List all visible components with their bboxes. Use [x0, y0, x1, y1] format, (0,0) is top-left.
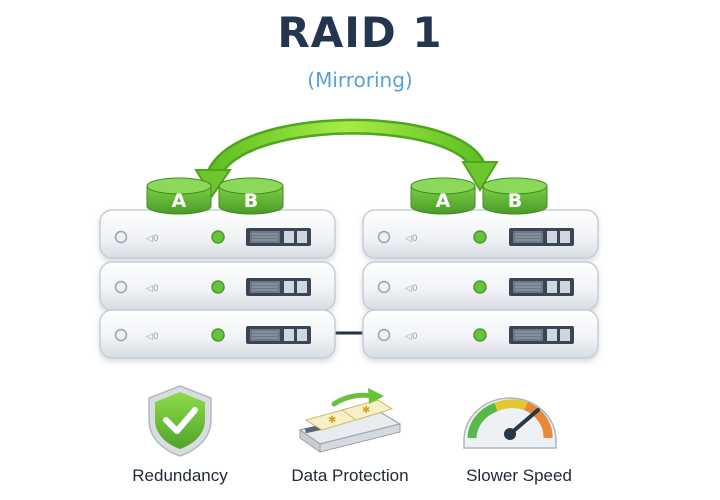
drive-protection-icon: ✱ ✱	[298, 388, 402, 453]
server-unit: ◁0	[362, 261, 599, 311]
disk-label: B	[508, 190, 522, 212]
disk-right-a: A	[410, 177, 476, 215]
server-unit: ◁0	[99, 209, 336, 259]
left-server-stack: ◁0 ◁0	[99, 209, 336, 359]
power-button-icon	[114, 280, 128, 294]
page-subtitle: (Mirroring)	[307, 68, 413, 92]
status-led-icon	[473, 328, 487, 342]
disk-right-b: B	[482, 177, 548, 215]
speed-gauge-icon	[463, 397, 557, 449]
power-button-icon	[114, 328, 128, 342]
svg-text:◁0: ◁0	[146, 284, 159, 294]
status-led-icon	[211, 230, 225, 244]
page-title: RAID 1	[277, 8, 443, 57]
status-led-icon	[473, 280, 487, 294]
power-button-icon	[377, 328, 391, 342]
disk-label: A	[436, 190, 451, 212]
svg-text:◁0: ◁0	[146, 234, 159, 244]
disk-label: A	[172, 190, 187, 212]
svg-text:◁0: ◁0	[405, 284, 418, 294]
feature-label-data-protection: Data Protection	[291, 466, 409, 485]
power-button-icon	[377, 280, 391, 294]
svg-text:✱: ✱	[328, 415, 336, 426]
power-button-icon	[114, 230, 128, 244]
disk-left-b: B	[218, 177, 284, 215]
svg-text:◁0: ◁0	[405, 234, 418, 244]
svg-text:✱: ✱	[362, 405, 370, 416]
shield-check-icon	[148, 385, 212, 457]
server-unit: ◁0	[362, 309, 599, 359]
feature-label-slower-speed: Slower Speed	[466, 466, 572, 485]
status-led-icon	[211, 328, 225, 342]
svg-text:◁0: ◁0	[405, 332, 418, 342]
right-server-stack: ◁0 ◁0	[362, 209, 599, 359]
status-led-icon	[211, 280, 225, 294]
feature-label-redundancy: Redundancy	[132, 466, 228, 485]
status-led-icon	[473, 230, 487, 244]
svg-text:◁0: ◁0	[146, 332, 159, 342]
power-button-icon	[377, 230, 391, 244]
server-unit: ◁0	[362, 209, 599, 259]
mirror-arrow	[194, 118, 499, 198]
disk-left-a: A	[146, 177, 212, 215]
disk-label: B	[244, 190, 258, 212]
server-unit: ◁0	[99, 309, 336, 359]
server-unit: ◁0	[99, 261, 336, 311]
